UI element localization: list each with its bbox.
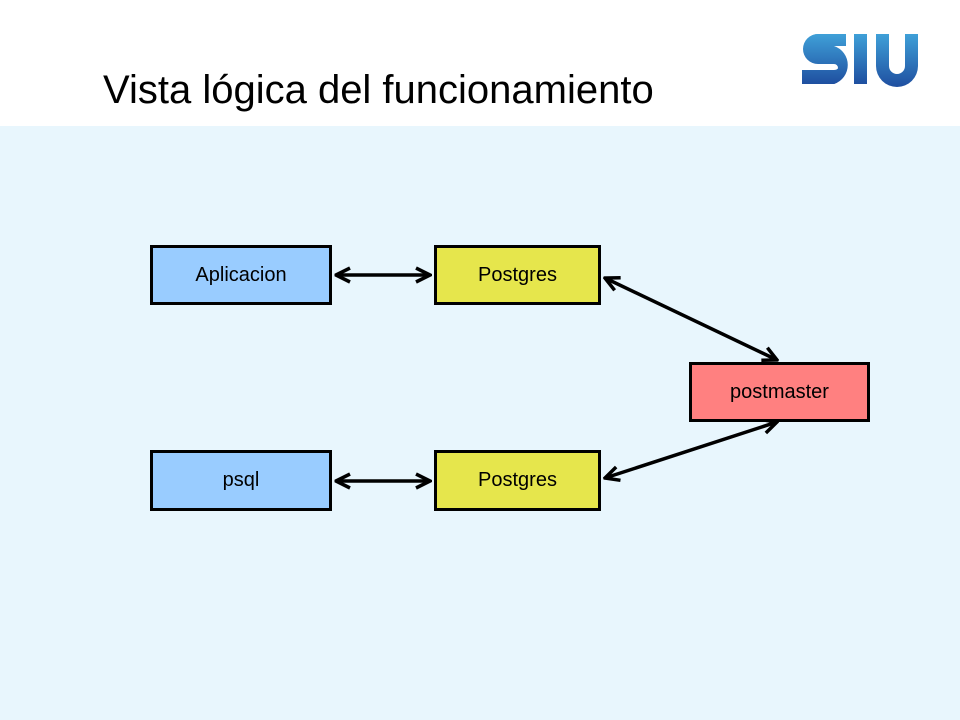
node-postgres-bottom: Postgres (434, 450, 601, 511)
node-aplicacion-label: Aplicacion (195, 263, 287, 286)
edge-postgres-postmaster-top (605, 278, 777, 360)
siu-logo (802, 34, 918, 87)
node-postgres-bottom-label: Postgres (478, 469, 557, 491)
edge-postgres-postmaster-bottom (605, 422, 777, 478)
node-postgres-top: Postgres (434, 245, 601, 305)
node-aplicacion: Aplicacion (150, 245, 332, 305)
node-postmaster-label: postmaster (730, 380, 829, 403)
node-postgres-top-label: Postgres (478, 263, 557, 286)
node-psql: psql (150, 450, 332, 511)
node-psql-label: psql (222, 469, 260, 491)
slide-title: Vista lógica del funcionamiento (103, 68, 654, 112)
content-area (0, 126, 960, 720)
node-postmaster: postmaster (689, 362, 870, 422)
